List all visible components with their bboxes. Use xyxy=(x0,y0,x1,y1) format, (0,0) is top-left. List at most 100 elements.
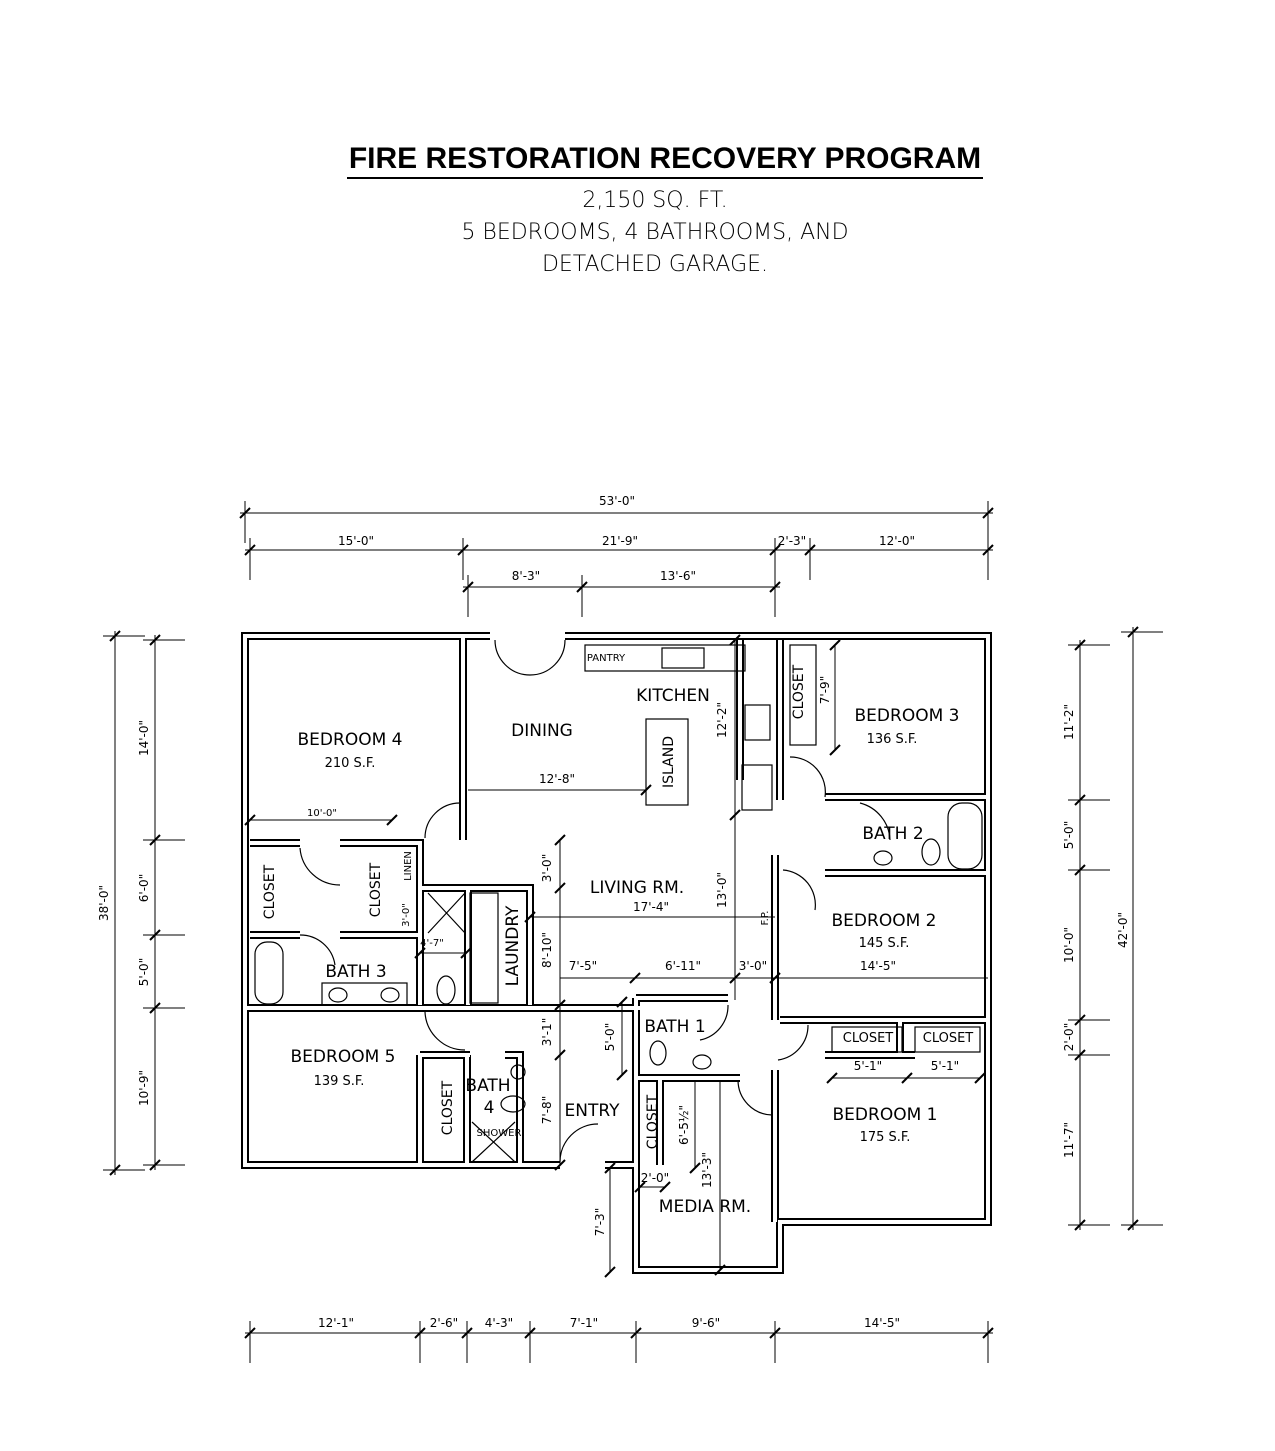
dim-top: 15'-0" xyxy=(338,534,374,548)
dim-left: 14'-0" xyxy=(137,720,151,756)
dim-interior: 14'-5" xyxy=(860,959,896,973)
label-closet: CLOSET xyxy=(843,1031,894,1046)
dimension-line xyxy=(554,834,566,846)
bathtub-icon xyxy=(254,941,284,1005)
room-bedroom1: BEDROOM 1 xyxy=(833,1105,938,1125)
door-bedroom1 xyxy=(737,1079,773,1116)
sink-icon xyxy=(510,1064,526,1080)
toilet-icon xyxy=(649,1040,667,1066)
dim-interior: 7'-9" xyxy=(818,676,832,704)
doors xyxy=(299,639,891,1163)
front-door-right xyxy=(529,639,566,676)
dim-interior: 7'-8" xyxy=(540,1096,554,1124)
dimension-line xyxy=(604,1266,616,1278)
dim-interior: 10'-0" xyxy=(307,808,337,819)
dim-top: 12'-0" xyxy=(879,534,915,548)
room-bedroom3: BEDROOM 3 xyxy=(855,706,960,726)
door-hall xyxy=(777,1024,809,1061)
sink-icon xyxy=(692,1054,712,1070)
dimension-line xyxy=(629,972,641,984)
sink-icon xyxy=(380,987,400,1003)
kitchen-counter xyxy=(584,644,746,672)
room-bath1: BATH 1 xyxy=(644,1017,705,1037)
label-pantry: PANTRY xyxy=(587,653,626,664)
dim-top: 21'-9" xyxy=(602,534,638,548)
dimension-line xyxy=(714,1264,726,1276)
room-bedroom2: BEDROOM 2 xyxy=(832,911,937,931)
label-fireplace: F.P. xyxy=(760,911,771,926)
dimension-lines xyxy=(103,501,1163,1363)
garage-text: DETACHED GARAGE. xyxy=(541,252,769,277)
bathtub-icon xyxy=(947,802,983,870)
closet-bedroom1-a xyxy=(831,1026,903,1053)
dim-top: 2'-3" xyxy=(778,534,806,548)
room-entry: ENTRY xyxy=(565,1101,621,1121)
walls xyxy=(241,632,992,1274)
room-media: MEDIA RM. xyxy=(659,1197,751,1217)
dim-interior: 3'-0" xyxy=(739,959,767,973)
plan-title-text: FIRE RESTORATION RECOVERY PROGRAM xyxy=(346,142,984,179)
dim-right: 11'-7" xyxy=(1062,1122,1076,1158)
room-bath4: BATH xyxy=(465,1076,510,1096)
label-closet: CLOSET xyxy=(923,1031,974,1046)
toilet-icon xyxy=(500,1095,526,1113)
dimension-line xyxy=(554,1049,566,1061)
dimension-line xyxy=(616,996,628,1008)
dimension-line xyxy=(244,814,256,826)
dim-interior: 7'-3" xyxy=(593,1208,607,1236)
dim-interior: 7'-5" xyxy=(569,959,597,973)
dim-bottom: 14'-5" xyxy=(864,1316,900,1330)
room-bedroom4: BEDROOM 4 xyxy=(298,730,403,750)
door-closet xyxy=(299,847,341,886)
dimension-line xyxy=(769,972,781,984)
dim-interior: 3'-1" xyxy=(540,1018,554,1046)
dim-interior: 3'-0" xyxy=(540,854,554,882)
dimension-line xyxy=(460,947,472,959)
door-bath3 xyxy=(299,934,336,966)
dimension-line xyxy=(826,1072,838,1084)
dim-left: 10'-9" xyxy=(137,1070,151,1106)
dimension-line xyxy=(554,882,566,894)
room-living: LIVING RM. xyxy=(590,878,684,898)
dim-interior: 4'-7" xyxy=(420,938,444,949)
sink-icon xyxy=(661,647,705,669)
dimension-line xyxy=(729,634,741,646)
dimension-line xyxy=(554,999,566,1011)
label-closet: CLOSET xyxy=(440,1080,456,1135)
dim-bottom: 12'-1" xyxy=(318,1316,354,1330)
dim-right: 2'-0" xyxy=(1062,1023,1076,1051)
room-bath3: BATH 3 xyxy=(325,962,386,982)
toilet-icon xyxy=(436,975,456,1005)
room-kitchen: KITCHEN xyxy=(636,686,710,706)
closet-bedroom3 xyxy=(789,644,817,746)
area-bedroom2: 145 S.F. xyxy=(859,936,910,951)
dim-left: 6'-0" xyxy=(137,874,151,902)
dim-bottom: 7'-1" xyxy=(570,1316,598,1330)
dimension-line xyxy=(901,1072,913,1084)
front-door-left xyxy=(494,639,531,676)
closet-bedroom1-b xyxy=(914,1026,981,1053)
dim-left: 5'-0" xyxy=(137,958,151,986)
door-bath2 xyxy=(859,802,891,841)
dim-top-inner: 8'-3" xyxy=(512,569,540,583)
dim-interior: 13'-3" xyxy=(700,1152,714,1188)
label-shower: SHOWER xyxy=(477,1128,522,1139)
area-text: 2,150 SQ. FT. xyxy=(582,188,728,213)
dimension-line xyxy=(616,1069,628,1081)
dim-bottom: 4'-3" xyxy=(485,1316,513,1330)
area-bedroom3: 136 S.F. xyxy=(867,732,918,747)
area-bedroom5: 139 S.F. xyxy=(314,1074,365,1089)
dim-right-overall: 42'-0" xyxy=(1116,912,1130,948)
dimension-line xyxy=(729,809,741,821)
dim-overall-width: 53'-0" xyxy=(599,494,635,508)
dim-bottom: 9'-6" xyxy=(692,1316,720,1330)
door-bedroom4 xyxy=(424,802,461,839)
dimension-line xyxy=(386,814,398,826)
label-closet: CLOSET xyxy=(368,862,384,917)
door-bedroom2 xyxy=(782,869,816,911)
dim-interior: 5'-1" xyxy=(931,1059,959,1073)
dimension-line xyxy=(524,911,536,923)
label-island: ISLAND xyxy=(661,736,677,788)
dimension-line xyxy=(640,784,652,796)
